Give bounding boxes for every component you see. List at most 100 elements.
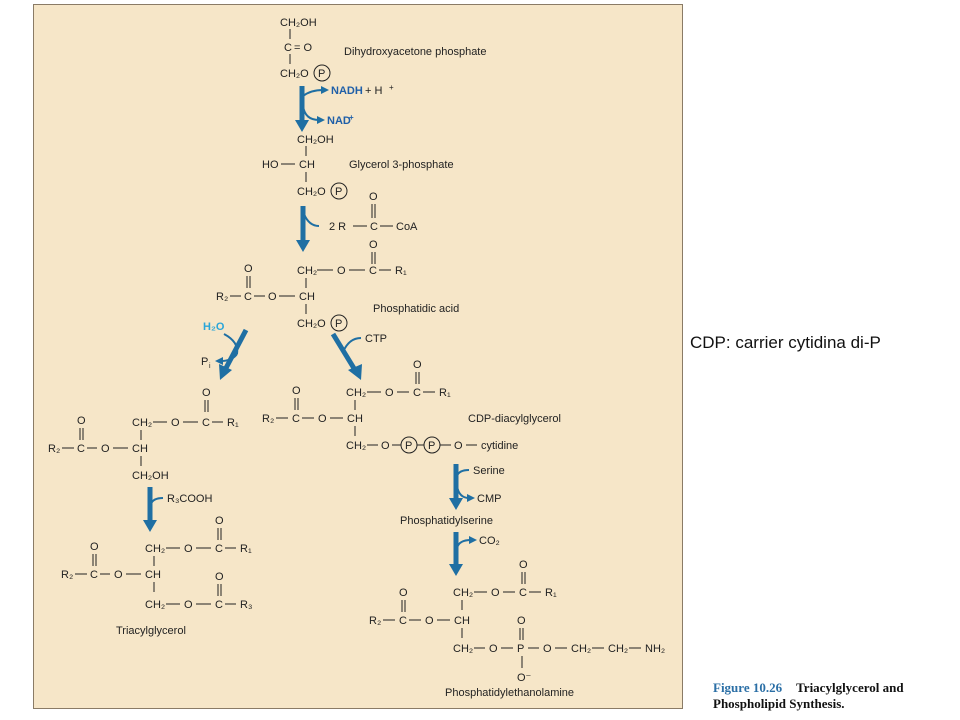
pe-o1: O bbox=[491, 587, 500, 599]
pa-c2: C bbox=[244, 291, 252, 303]
arrow-g3p-to-pa: 2 R C O CoA bbox=[296, 191, 418, 252]
cdp-p2: P bbox=[428, 440, 435, 452]
g3p-label: Glycerol 3-phosphate bbox=[349, 159, 454, 171]
pe-c1: C bbox=[519, 587, 527, 599]
cdp-o1: O bbox=[385, 387, 394, 399]
dag-o-top: O bbox=[202, 387, 211, 399]
cdp-o-top: O bbox=[413, 359, 422, 371]
dag-o-left: O bbox=[77, 415, 86, 427]
pe-p-o-top: O bbox=[517, 615, 526, 627]
tag-o-bottom: O bbox=[215, 571, 224, 583]
cdp-ch: CH bbox=[347, 413, 363, 425]
svg-text:O: O bbox=[369, 239, 378, 251]
tag-ch2-top: CH₂ bbox=[145, 543, 165, 555]
caption-line1: Figure 10.26 Triacylglycerol and bbox=[713, 680, 958, 696]
figure-panel bbox=[33, 4, 683, 709]
dag-o1: O bbox=[171, 417, 180, 429]
svg-text:+: + bbox=[349, 113, 354, 122]
dhap-p: P bbox=[318, 68, 325, 80]
pa-o-left: O bbox=[244, 263, 253, 275]
arrow-cdp-dag-to-ps: Serine CMP bbox=[449, 464, 505, 510]
acyl-coa-prefix: 2 R bbox=[329, 221, 346, 233]
pe-ch2-bottom: CH₂ bbox=[453, 643, 473, 655]
dhap-c: C bbox=[284, 42, 292, 54]
pa-o1: O bbox=[337, 265, 346, 277]
arrow-pa-to-cdp-dag: CTP bbox=[330, 332, 387, 380]
pe-nh2: NH₂ bbox=[645, 643, 665, 655]
pa-label: Phosphatidic acid bbox=[373, 303, 459, 315]
pe-r1: R₁ bbox=[545, 587, 557, 599]
ps-label: Phosphatidylserine bbox=[400, 515, 493, 527]
pe-label: Phosphatidylethanolamine bbox=[445, 687, 574, 699]
pe-ch2-eth2: CH₂ bbox=[608, 643, 628, 655]
tag-o-left: O bbox=[90, 541, 99, 553]
serine-label: Serine bbox=[473, 465, 505, 477]
dhap-ch2oh: CH₂OH bbox=[280, 17, 317, 29]
ctp-label: CTP bbox=[365, 333, 387, 345]
cdp-o-left: O bbox=[292, 385, 301, 397]
cdp-dag-label: CDP-diacylglycerol bbox=[468, 413, 561, 425]
dag-r1: R₁ bbox=[227, 417, 239, 429]
tag-o2: O bbox=[114, 569, 123, 581]
acyl-coa-c: C bbox=[370, 221, 378, 233]
tag-o-top: O bbox=[215, 515, 224, 527]
g3p-ho: HO bbox=[262, 159, 279, 171]
arrow-dhap-to-g3p: NADH + H + NAD + bbox=[295, 83, 394, 132]
pe-c2: C bbox=[399, 615, 407, 627]
dag-r2: R₂ bbox=[48, 443, 60, 455]
cdp-o2: O bbox=[318, 413, 327, 425]
acyl-coa-o: O bbox=[369, 191, 378, 203]
pe-o-minus: O⁻ bbox=[517, 672, 532, 684]
g3p-ch: CH bbox=[299, 159, 315, 171]
dhap-dbl-o: = O bbox=[294, 42, 312, 54]
tag-r1: R₁ bbox=[240, 543, 252, 555]
dag-ch2oh: CH₂OH bbox=[132, 470, 169, 482]
cdp-p1: P bbox=[405, 440, 412, 452]
g3p-ch2o: CH₂O bbox=[297, 186, 326, 198]
tag-c1: C bbox=[215, 543, 223, 555]
svg-text:+: + bbox=[389, 83, 394, 92]
pe-r2: R₂ bbox=[369, 615, 381, 627]
nad-label: NAD bbox=[327, 115, 351, 127]
pathway-diagram: CH₂OH C = O CH₂O P Dihydroxyacetone phos… bbox=[48, 17, 665, 699]
co2-label: CO₂ bbox=[479, 535, 500, 547]
dag-c1: C bbox=[202, 417, 210, 429]
tag-c3: C bbox=[215, 599, 223, 611]
tag-r2: R₂ bbox=[61, 569, 73, 581]
pi-label: P bbox=[201, 356, 208, 368]
pa-c1: C bbox=[369, 265, 377, 277]
tag-ch: CH bbox=[145, 569, 161, 581]
pa-r1: R₁ bbox=[395, 265, 407, 277]
cdp-ch2-bottom: CH₂ bbox=[346, 440, 366, 452]
pe-ch2-eth1: CH₂ bbox=[571, 643, 591, 655]
dag-c2: C bbox=[77, 443, 85, 455]
r3cooh-label: R₃COOH bbox=[167, 493, 212, 505]
pe-o2: O bbox=[425, 615, 434, 627]
figure-number: Figure 10.26 bbox=[713, 680, 783, 695]
pa-ch: CH bbox=[299, 291, 315, 303]
tag-ch2-bottom: CH₂ bbox=[145, 599, 165, 611]
caption-title-line1: Triacylglycerol and bbox=[796, 680, 904, 695]
pe-o3: O bbox=[489, 643, 498, 655]
g3p-structure: CH₂OH HO CH CH₂O P Glycerol 3-phosphate bbox=[262, 134, 454, 200]
dhap-phosphate-circle bbox=[313, 64, 331, 82]
pe-phosphorus: P bbox=[517, 643, 524, 655]
pe-o-top: O bbox=[519, 559, 528, 571]
cmp-label: CMP bbox=[477, 493, 501, 505]
tag-label: Triacylglycerol bbox=[116, 625, 186, 637]
pa-ch2o: CH₂O bbox=[297, 318, 326, 330]
dhap-structure: CH₂OH C = O CH₂O P Dihydroxyacetone phos… bbox=[280, 17, 486, 82]
tag-o1: O bbox=[184, 543, 193, 555]
water-label: H₂O bbox=[203, 321, 225, 333]
pa-ch2-top: CH₂ bbox=[297, 265, 317, 277]
cdp-ch2-top: CH₂ bbox=[346, 387, 366, 399]
pe-structure: O CH₂ O C R₁ O R₂ C O CH CH₂ O P O O⁻ O bbox=[369, 559, 665, 699]
cdp-dag-structure: O CH₂ O C R₁ O R₂ C O CH CH₂ O P P O cyt… bbox=[262, 359, 561, 454]
dhap-ch2o: CH₂O bbox=[280, 68, 309, 80]
arrow-ps-to-pe: CO₂ bbox=[449, 532, 500, 576]
pa-o2: O bbox=[268, 291, 277, 303]
pa-structure: O CH₂ O C R₁ O R₂ C O CH CH₂O P Phosphat… bbox=[216, 239, 459, 332]
pa-r2: R₂ bbox=[216, 291, 228, 303]
pe-o-left: O bbox=[399, 587, 408, 599]
